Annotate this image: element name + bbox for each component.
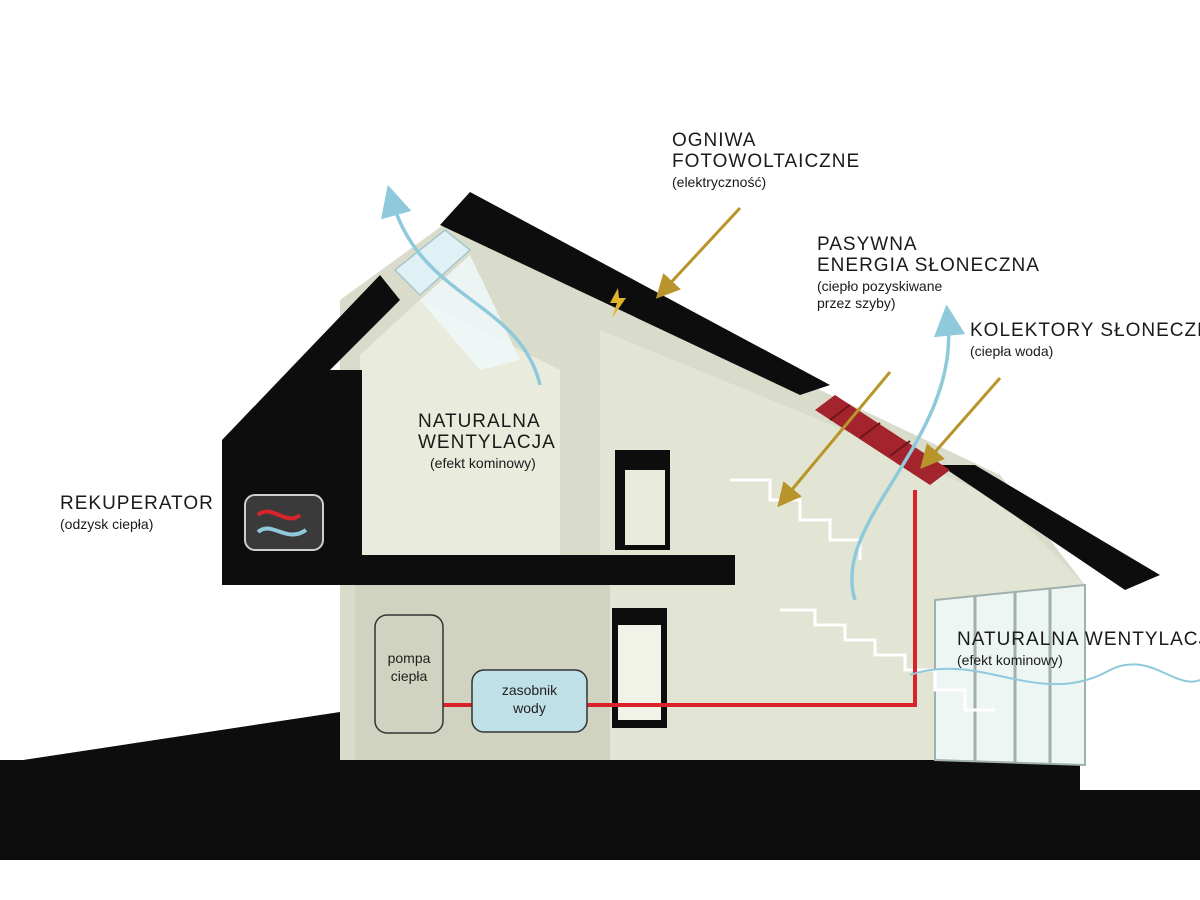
recuperator-unit [244, 494, 324, 551]
heat-pump-label: pompa ciepła [375, 650, 443, 685]
collectors-label: KOLEKTORY SŁONECZNE (ciepła woda) [970, 320, 1200, 359]
vent-upper-subtitle: (efekt kominowy) [430, 454, 536, 471]
vent-upper-title-1: NATURALNA [418, 411, 541, 432]
water-tank-line-2: wody [513, 699, 546, 716]
ground-floor-door [612, 608, 667, 728]
collectors-title: KOLEKTORY SŁONECZNE [970, 320, 1200, 341]
passive-title-2: ENERGIA SŁONECZNA [817, 254, 1040, 276]
water-tank-label: zasobnik wody [472, 682, 587, 717]
ground [0, 712, 1200, 860]
heat-pump-line-1: pompa [387, 650, 431, 666]
pv-title-1: OGNIWA [672, 130, 757, 151]
recuperator-label: REKUPERATOR (odzysk ciepła) [60, 493, 214, 532]
vent-lower-title: NATURALNA WENTYLACJA [957, 629, 1200, 650]
airflow-arrows [381, 184, 1200, 686]
passive-subtitle-1: (ciepło pozyskiwane [817, 277, 943, 294]
roof-skylight [393, 229, 520, 370]
recuperator-subtitle: (odzysk ciepła) [60, 515, 154, 532]
collectors-subtitle: (ciepła woda) [970, 342, 1054, 359]
vent-lower-subtitle: (efekt kominowy) [957, 651, 1063, 668]
recuperator-title: REKUPERATOR [60, 493, 214, 514]
sun-arrows [655, 206, 1002, 508]
water-tank-line-1: zasobnik [501, 682, 558, 698]
house-structure [222, 192, 1160, 590]
ventilation-upper-label: NATURALNA WENTYLACJA (efekt kominowy) [418, 411, 556, 471]
passive-solar-label: PASYWNA ENERGIA SŁONECZNA (ciepło pozysk… [817, 234, 1040, 312]
pv-subtitle: (elektryczność) [672, 173, 767, 190]
heat-pump [374, 614, 444, 734]
pv-title-2: FOTOWOLTAICZNE [672, 150, 861, 172]
ventilation-lower-label: NATURALNA WENTYLACJA (efekt kominowy) [957, 629, 1200, 668]
heating-pipes [443, 490, 917, 707]
passive-subtitle-2: przez szyby) [817, 295, 896, 312]
water-tank [471, 669, 588, 733]
passive-title-1: PASYWNA [817, 234, 918, 255]
vent-upper-title-2: WENTYLACJA [418, 431, 556, 453]
solar-collectors [815, 395, 950, 485]
glazed-facade [934, 583, 1086, 767]
heat-pump-line-2: ciepła [390, 667, 428, 684]
staircase [730, 478, 995, 712]
lightning-icon [610, 288, 626, 318]
pv-label: OGNIWA FOTOWOLTAICZNE (elektryczność) [672, 130, 861, 190]
